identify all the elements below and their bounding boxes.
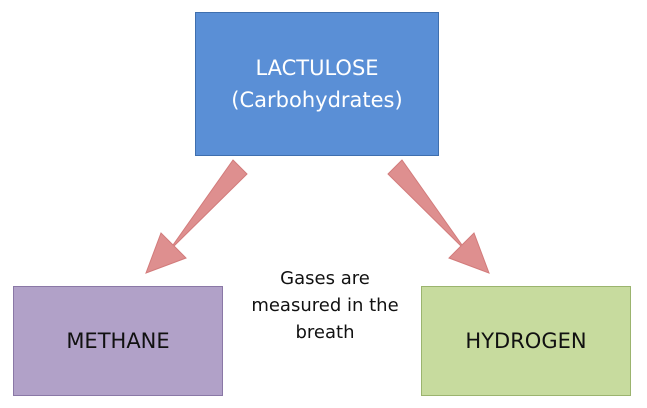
gases-caption: Gases are measured in the breath (240, 265, 410, 346)
hydrogen-label: HYDROGEN (465, 329, 587, 353)
caption-line-3: breath (295, 322, 355, 343)
lactulose-label: LACTULOSE (255, 56, 379, 80)
caption-line-1: Gases are (280, 268, 370, 289)
arrow-left (145, 159, 248, 274)
methane-label: METHANE (66, 329, 170, 353)
carbohydrates-label: (Carbohydrates) (231, 88, 403, 112)
hydrogen-box: HYDROGEN (421, 286, 631, 396)
lactulose-box: LACTULOSE (Carbohydrates) (195, 12, 439, 156)
arrow-right (387, 159, 490, 274)
caption-line-2: measured in the (251, 295, 399, 316)
methane-box: METHANE (13, 286, 223, 396)
